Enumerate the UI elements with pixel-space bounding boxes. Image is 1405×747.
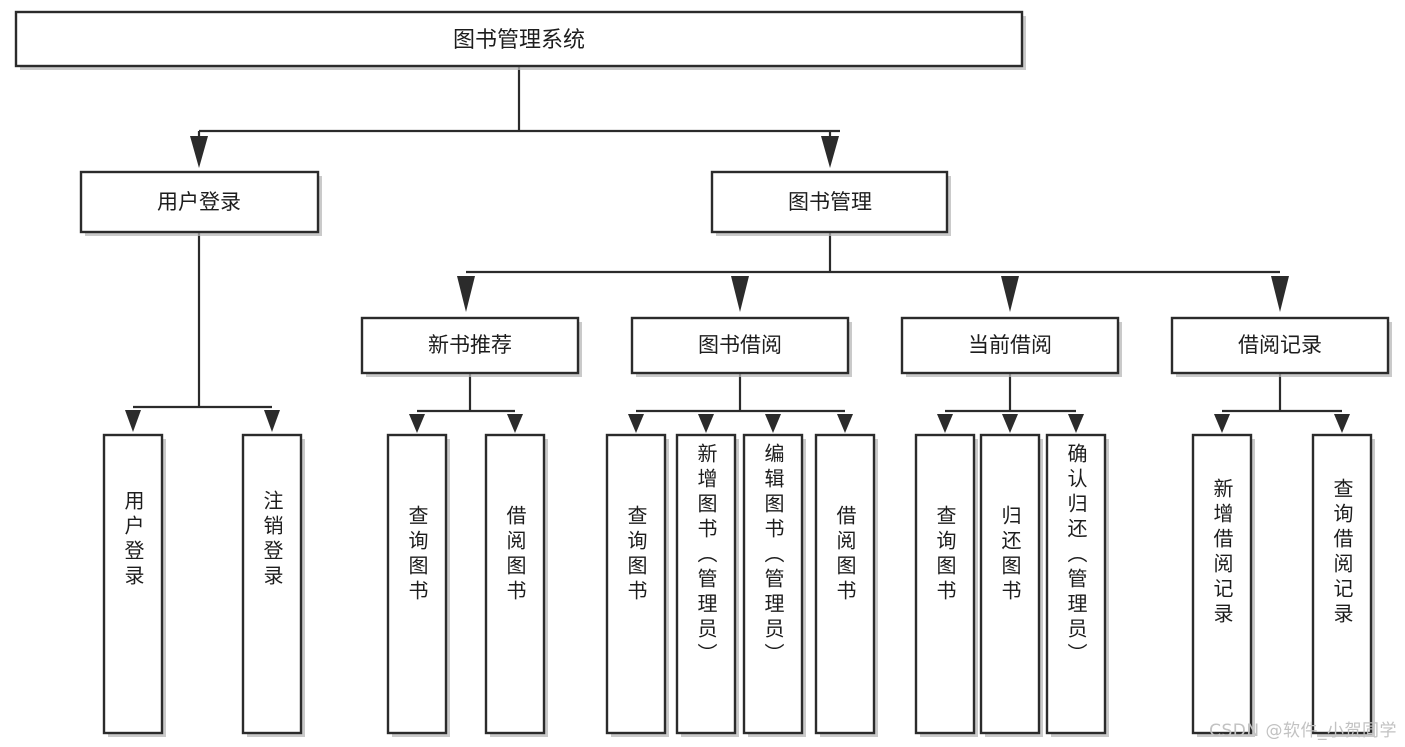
node-borrow-record[interactable]: 借阅记录 bbox=[1170, 316, 1392, 377]
leaf-nb-borrow-box[interactable] bbox=[484, 433, 546, 735]
arrow-head-leaf-bb-edit bbox=[765, 414, 781, 433]
leaf-node-bb-add-book[interactable] bbox=[675, 433, 739, 737]
node-user-login-label: 用户登录 bbox=[157, 190, 241, 214]
leaf-node-cb-return-book[interactable] bbox=[979, 433, 1043, 737]
leaf-br-add-box[interactable] bbox=[1191, 433, 1253, 735]
node-new-book-recommend[interactable]: 新书推荐 bbox=[360, 316, 582, 377]
arrow-head-leaf-cb-return bbox=[1002, 414, 1018, 433]
node-current-borrow-box[interactable] bbox=[900, 316, 1120, 375]
node-borrow-record-box[interactable] bbox=[1170, 316, 1390, 375]
node-current-borrow-label: 当前借阅 bbox=[968, 333, 1052, 357]
leaf-node-br-add-record[interactable] bbox=[1191, 433, 1255, 737]
node-book-borrow[interactable]: 图书借阅 bbox=[630, 316, 852, 377]
node-new-book-recommend-label: 新书推荐 bbox=[428, 333, 512, 357]
node-root-label: 图书管理系统 bbox=[453, 28, 585, 53]
leaf-node-cb-confirm-return[interactable] bbox=[1045, 433, 1109, 737]
arrow-head-current-borrow bbox=[1001, 276, 1019, 312]
arrow-head-new-book bbox=[457, 276, 475, 312]
leaf-bb-query-box[interactable] bbox=[605, 433, 667, 735]
arrow-head-leaf-br-query bbox=[1334, 414, 1350, 433]
arrow-head-leaf-br-add bbox=[1214, 414, 1230, 433]
leaf-node-logout[interactable] bbox=[241, 433, 305, 737]
arrow-head-leaf-nb-query bbox=[409, 414, 425, 433]
node-new-book-recommend-box[interactable] bbox=[360, 316, 580, 375]
arrow-head-borrow-record bbox=[1271, 276, 1289, 312]
leaf-cb-query-box[interactable] bbox=[914, 433, 976, 735]
arrow-head-leaf-bb-borrow bbox=[837, 414, 853, 433]
node-root-box[interactable] bbox=[14, 10, 1024, 68]
arrow-head-leaf-bb-query bbox=[628, 414, 644, 433]
leaf-node-nb-borrow-book[interactable] bbox=[484, 433, 548, 737]
node-root[interactable]: 图书管理系统 bbox=[14, 10, 1026, 70]
arrow-head-book-borrow bbox=[731, 276, 749, 312]
node-current-borrow[interactable]: 当前借阅 bbox=[900, 316, 1122, 377]
arrow-head-book-mgmt bbox=[821, 136, 839, 168]
arrow-head-leaf-logout bbox=[264, 410, 280, 432]
node-user-login[interactable]: 用户登录 bbox=[79, 170, 322, 236]
leaf-user-login-box[interactable] bbox=[102, 433, 164, 735]
leaf-bb-edit-box[interactable] bbox=[742, 433, 804, 735]
leaf-cb-return-box[interactable] bbox=[979, 433, 1041, 735]
node-book-borrow-label: 图书借阅 bbox=[698, 333, 782, 357]
leaf-node-bb-edit-book[interactable] bbox=[742, 433, 806, 737]
leaf-br-query-box[interactable] bbox=[1311, 433, 1373, 735]
leaf-bb-borrow-box[interactable] bbox=[814, 433, 876, 735]
leaf-node-cb-query-book[interactable] bbox=[914, 433, 978, 737]
csdn-watermark: CSDN @软件_小贺同学 bbox=[1209, 721, 1397, 741]
leaf-logout-box[interactable] bbox=[241, 433, 303, 735]
connector-group bbox=[125, 66, 1350, 433]
arrow-head-leaf-cb-confirm bbox=[1068, 414, 1084, 433]
leaf-node-br-query-record[interactable] bbox=[1311, 433, 1375, 737]
arrow-head-leaf-user-login bbox=[125, 410, 141, 432]
leaf-node-bb-borrow-book[interactable] bbox=[814, 433, 878, 737]
leaf-nb-query-box[interactable] bbox=[386, 433, 448, 735]
node-book-management[interactable]: 图书管理 bbox=[710, 170, 951, 236]
arrow-head-leaf-bb-add bbox=[698, 414, 714, 433]
leaf-bb-add-box[interactable] bbox=[675, 433, 737, 735]
node-book-management-box[interactable] bbox=[710, 170, 949, 234]
leaf-node-user-login[interactable] bbox=[102, 433, 166, 737]
arrow-head-leaf-cb-query bbox=[937, 414, 953, 433]
node-user-login-box[interactable] bbox=[79, 170, 320, 234]
leaf-node-nb-query-book[interactable] bbox=[386, 433, 450, 737]
arrow-head-leaf-nb-borrow bbox=[507, 414, 523, 433]
leaf-cb-confirm-box[interactable] bbox=[1045, 433, 1107, 735]
node-borrow-record-label: 借阅记录 bbox=[1238, 333, 1322, 357]
leaf-node-bb-query-book[interactable] bbox=[605, 433, 669, 737]
node-book-borrow-box[interactable] bbox=[630, 316, 850, 375]
arrow-head-user-login bbox=[190, 136, 208, 168]
node-book-management-label: 图书管理 bbox=[788, 190, 872, 214]
